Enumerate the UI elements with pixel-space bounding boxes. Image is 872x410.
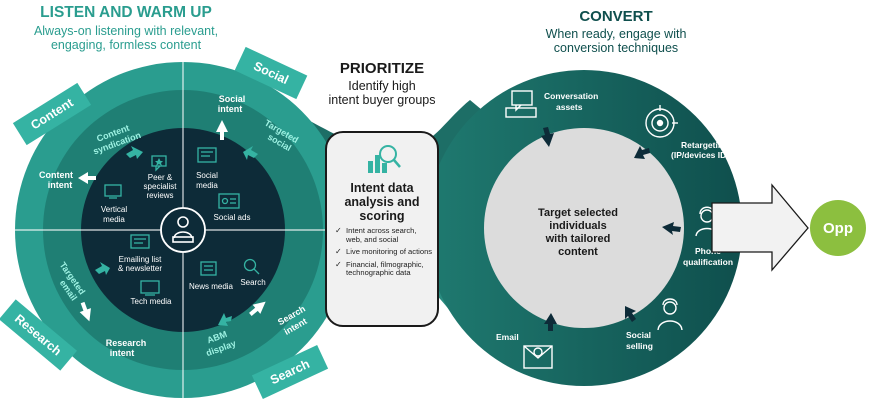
tactic-phone-l1: Phone [695,246,721,256]
prioritize-title: PRIORITIZE [339,60,425,77]
ring-content-intent-l2: intent [48,180,73,190]
conversation-assets-icon [505,90,537,118]
inner-emailing-l2: & newsletter [118,264,162,273]
tech-media-icon [140,280,160,296]
convert-loop-inner [484,128,684,328]
tactic-retargeting-l2: (IP/devices ID) [671,150,729,160]
convert-header: CONVERT When ready, engage with conversi… [530,8,702,55]
listen-title: LISTEN AND WARM UP [40,4,212,21]
listen-subtitle-1: Always-on listening with relevant, [33,24,219,38]
tactic-social-l1: Social [626,330,651,340]
convert-arrows [541,127,681,331]
retargeting-icon [645,105,678,138]
vertical-media-icon [104,184,122,199]
arrow-in-content-syndication [126,146,143,159]
inner-tech-media: Tech media [131,297,172,306]
arrow-right-search [249,301,266,316]
inner-peer-l3: reviews [146,191,173,200]
inner-social-media-l1: Social [196,171,218,180]
inner-emailing-l1: Emailing list [119,255,162,264]
arrow-up-social [216,120,228,140]
outcome-arrow [711,183,809,272]
prioritize-subtitle-1: Identify high [348,79,416,93]
tactic-phone-l2: qualification [683,257,733,267]
ring-content-intent-l1: Content [39,170,73,180]
intent-checklist: Intent across search, web, and social Li… [335,226,433,282]
inner-vertical-l2: media [103,215,125,224]
arrow-in-social-selling [625,306,636,322]
intent-box-title-l1: Intent data [350,181,414,195]
inner-peer-l1: Peer & [148,173,173,182]
arrow-in-targeted-email [95,262,110,275]
prioritize-header: PRIORITIZE Identify high intent buyer gr… [312,60,452,107]
tactic-retargeting-l1: Retargeting [681,140,728,150]
arrow-in-phone [662,222,681,235]
inner-news-media: News media [189,282,234,291]
person-at-laptop-icon [160,207,206,253]
ring-research-intent-l1: Research [106,338,147,348]
check-item: Financial, filmographic, technographic d… [335,260,433,278]
inward-arrows [95,146,258,326]
tactic-email: Email [496,332,519,342]
opp-label: Opp [823,220,853,237]
social-ads-icon [218,193,240,209]
check-item: Live monitoring of actions [335,248,433,257]
arrow-in-conversation [541,127,554,147]
star-review-icon [151,155,167,172]
ring-arrows [78,120,266,322]
news-media-icon [200,261,217,276]
social-media-icon [197,147,217,163]
opp-circle [810,200,866,256]
convert-center-l2: individuals [549,220,606,232]
listen-subtitle-2: engaging, formless content [50,38,202,52]
intent-box-title: Intent data analysis and scoring [331,181,433,223]
check-item: Intent across search, web, and social [335,226,433,244]
search-magnifier-icon [243,258,260,275]
convert-center-l3: with tailored [545,233,611,245]
inner-search: Search [240,278,265,287]
email-icon [523,345,553,369]
arrow-left-content [78,172,96,184]
inner-vertical-l1: Vertical [101,205,127,214]
convert-subtitle-1: When ready, engage with [545,27,687,41]
convert-subtitle-2: conversion techniques [553,41,679,55]
analytics-magnifier-icon [368,145,401,173]
arrow-in-retargeting [634,146,650,159]
convert-title: CONVERT [579,8,653,25]
listen-header: LISTEN AND WARM UP Always-on listening w… [4,4,248,52]
inner-social-media-l2: media [196,181,218,190]
inner-social-ads: Social ads [214,213,251,222]
arrow-in-abm [218,313,232,326]
tactic-conversation-l1: Conversation [544,91,598,101]
tactic-conversation-l2: assets [556,102,583,112]
intent-box-title-l2: analysis and [344,195,420,209]
intent-box-title-l3: scoring [359,209,405,223]
ring-social-intent-l1: Social [219,94,246,104]
arrow-down-research [79,301,91,322]
convert-center-l4: content [558,246,598,258]
arrow-in-targeted-social [243,146,258,160]
inner-peer-l2: specialist [144,182,178,191]
email-list-icon [130,234,150,249]
convert-center-l1: Target selected [538,207,618,219]
ring-social-intent-l2: intent [218,104,243,114]
arrow-in-email [544,313,557,331]
intent-data-box: Intent data analysis and scoring Intent … [325,131,439,327]
prioritize-subtitle-2: intent buyer groups [328,93,436,107]
social-selling-icon [657,298,683,331]
tactic-social-l2: selling [626,341,653,351]
ring-research-intent-l2: intent [110,348,135,358]
